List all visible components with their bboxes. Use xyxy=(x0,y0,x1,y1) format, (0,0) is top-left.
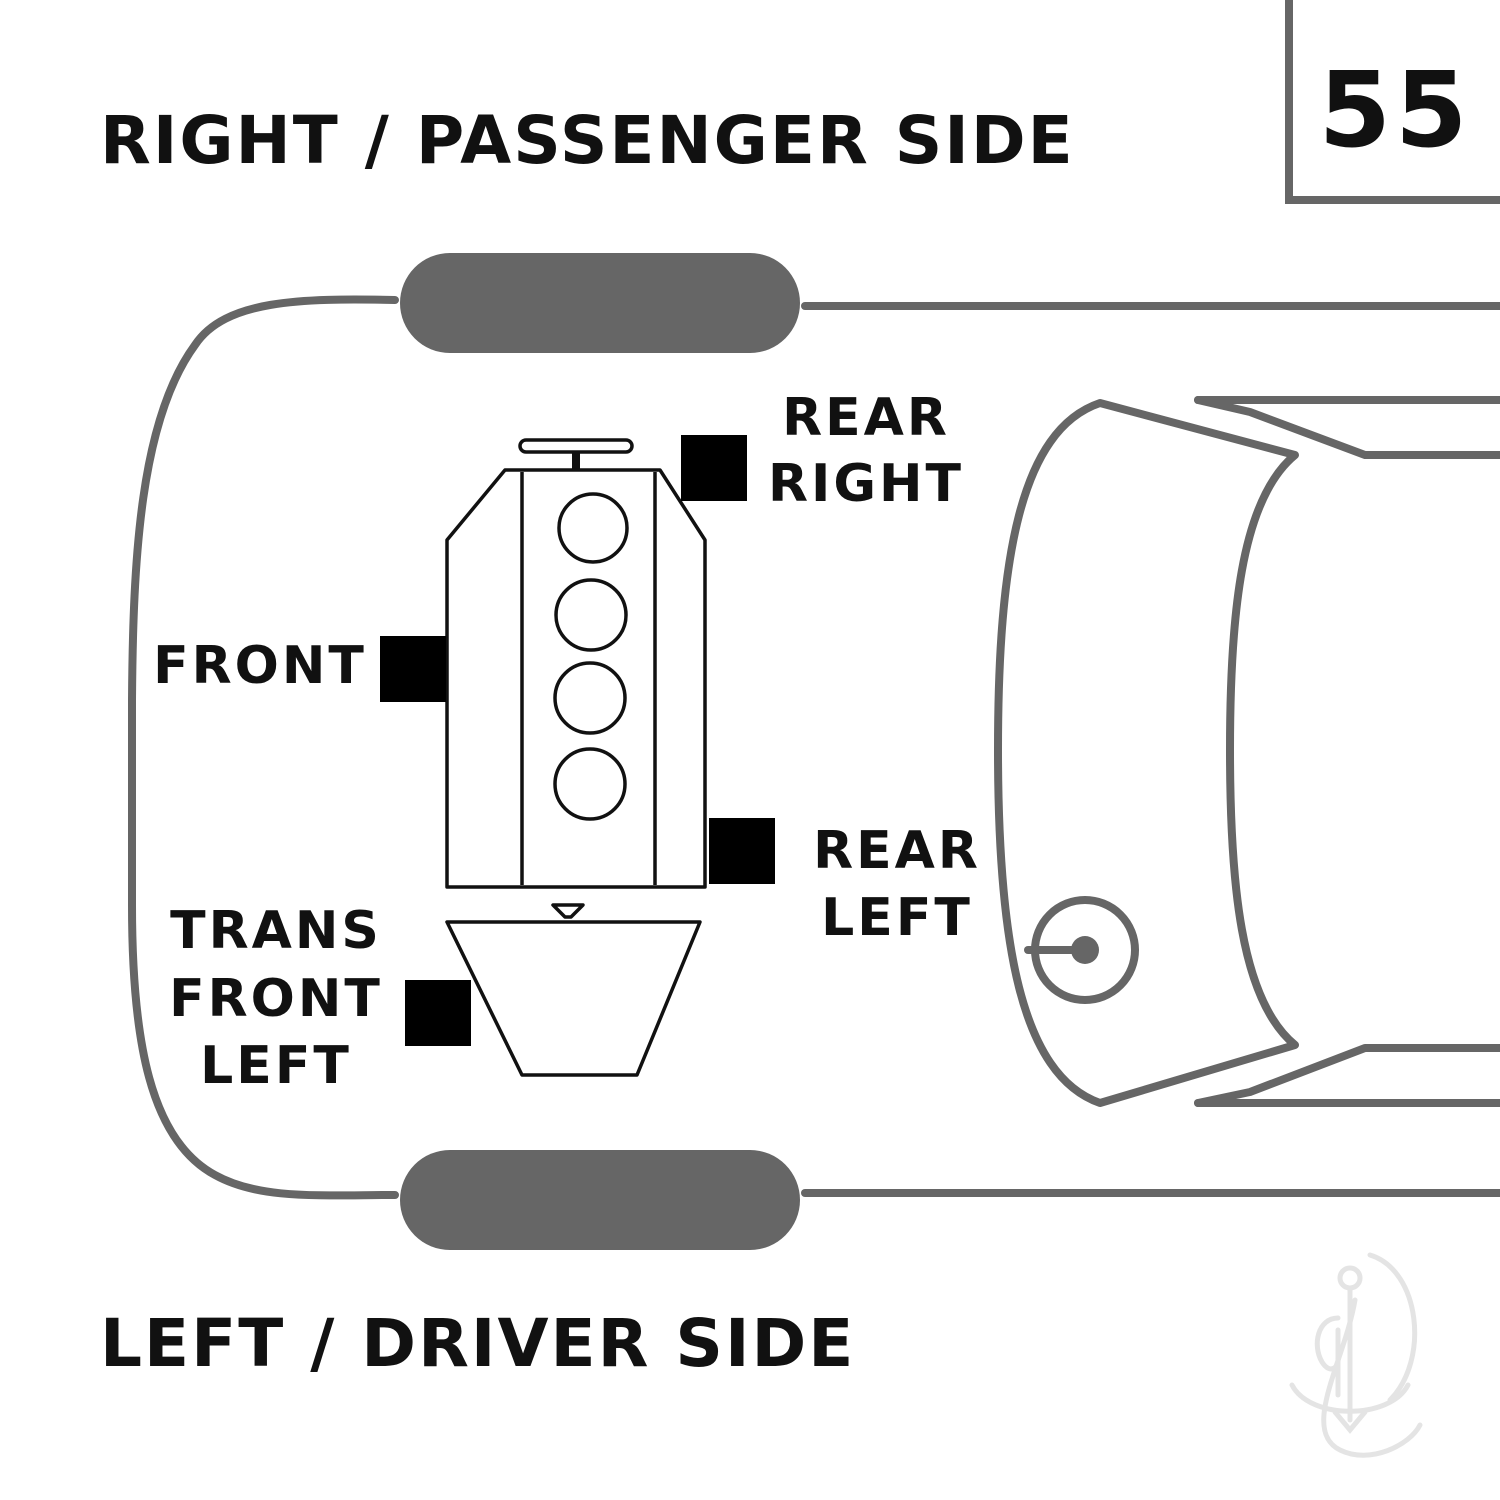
rear-right-label-line-2: RIGHT xyxy=(768,454,964,514)
rear-right-label-line-1: REAR xyxy=(782,388,950,448)
windshield-outline xyxy=(994,399,1299,1107)
transmission-housing xyxy=(445,920,702,1077)
a-pillar-left xyxy=(1194,1044,1500,1107)
front-left-tire xyxy=(400,1150,800,1250)
rear-left-mount-marker xyxy=(709,818,775,884)
cylinder-2 xyxy=(554,578,628,652)
engine-icon xyxy=(445,438,707,889)
engine-pulley-shaft xyxy=(572,452,580,470)
rear-left-label: REAR LEFT xyxy=(813,821,981,948)
trans-front-left-label-line-2: FRONT xyxy=(169,969,383,1029)
anchor-logo-icon xyxy=(1289,1252,1423,1458)
front-label: FRONT xyxy=(153,636,367,696)
trans-front-left-mount-marker xyxy=(405,980,471,1046)
diagram-number-frame xyxy=(1285,0,1500,204)
diagram-number: 55 xyxy=(1319,49,1472,171)
a-pillar-right xyxy=(1194,396,1500,459)
right-passenger-side-label: RIGHT / PASSENGER SIDE xyxy=(100,102,1075,179)
trans-front-left-label: TRANS FRONT LEFT xyxy=(169,901,383,1096)
front-right-tire xyxy=(400,253,800,353)
rear-right-mount-marker xyxy=(681,435,747,501)
transmission-icon xyxy=(445,903,702,1077)
cylinder-3 xyxy=(553,661,627,735)
trans-front-left-label-line-1: TRANS xyxy=(170,901,382,961)
transmission-connector xyxy=(551,903,585,919)
rear-left-label-line-2: LEFT xyxy=(821,888,973,948)
front-mount-marker xyxy=(380,636,446,702)
cylinder-1 xyxy=(557,492,629,564)
left-driver-side-label: LEFT / DRIVER SIDE xyxy=(100,1305,855,1382)
engine-pulley xyxy=(518,438,634,454)
rear-right-label: REAR RIGHT xyxy=(768,388,964,514)
car-body-front-outline xyxy=(128,295,399,1200)
cylinder-4 xyxy=(553,747,627,821)
rear-left-label-line-1: REAR xyxy=(813,821,981,881)
trans-front-left-label-line-3: LEFT xyxy=(200,1036,352,1096)
steering-hub-icon xyxy=(1071,936,1099,964)
